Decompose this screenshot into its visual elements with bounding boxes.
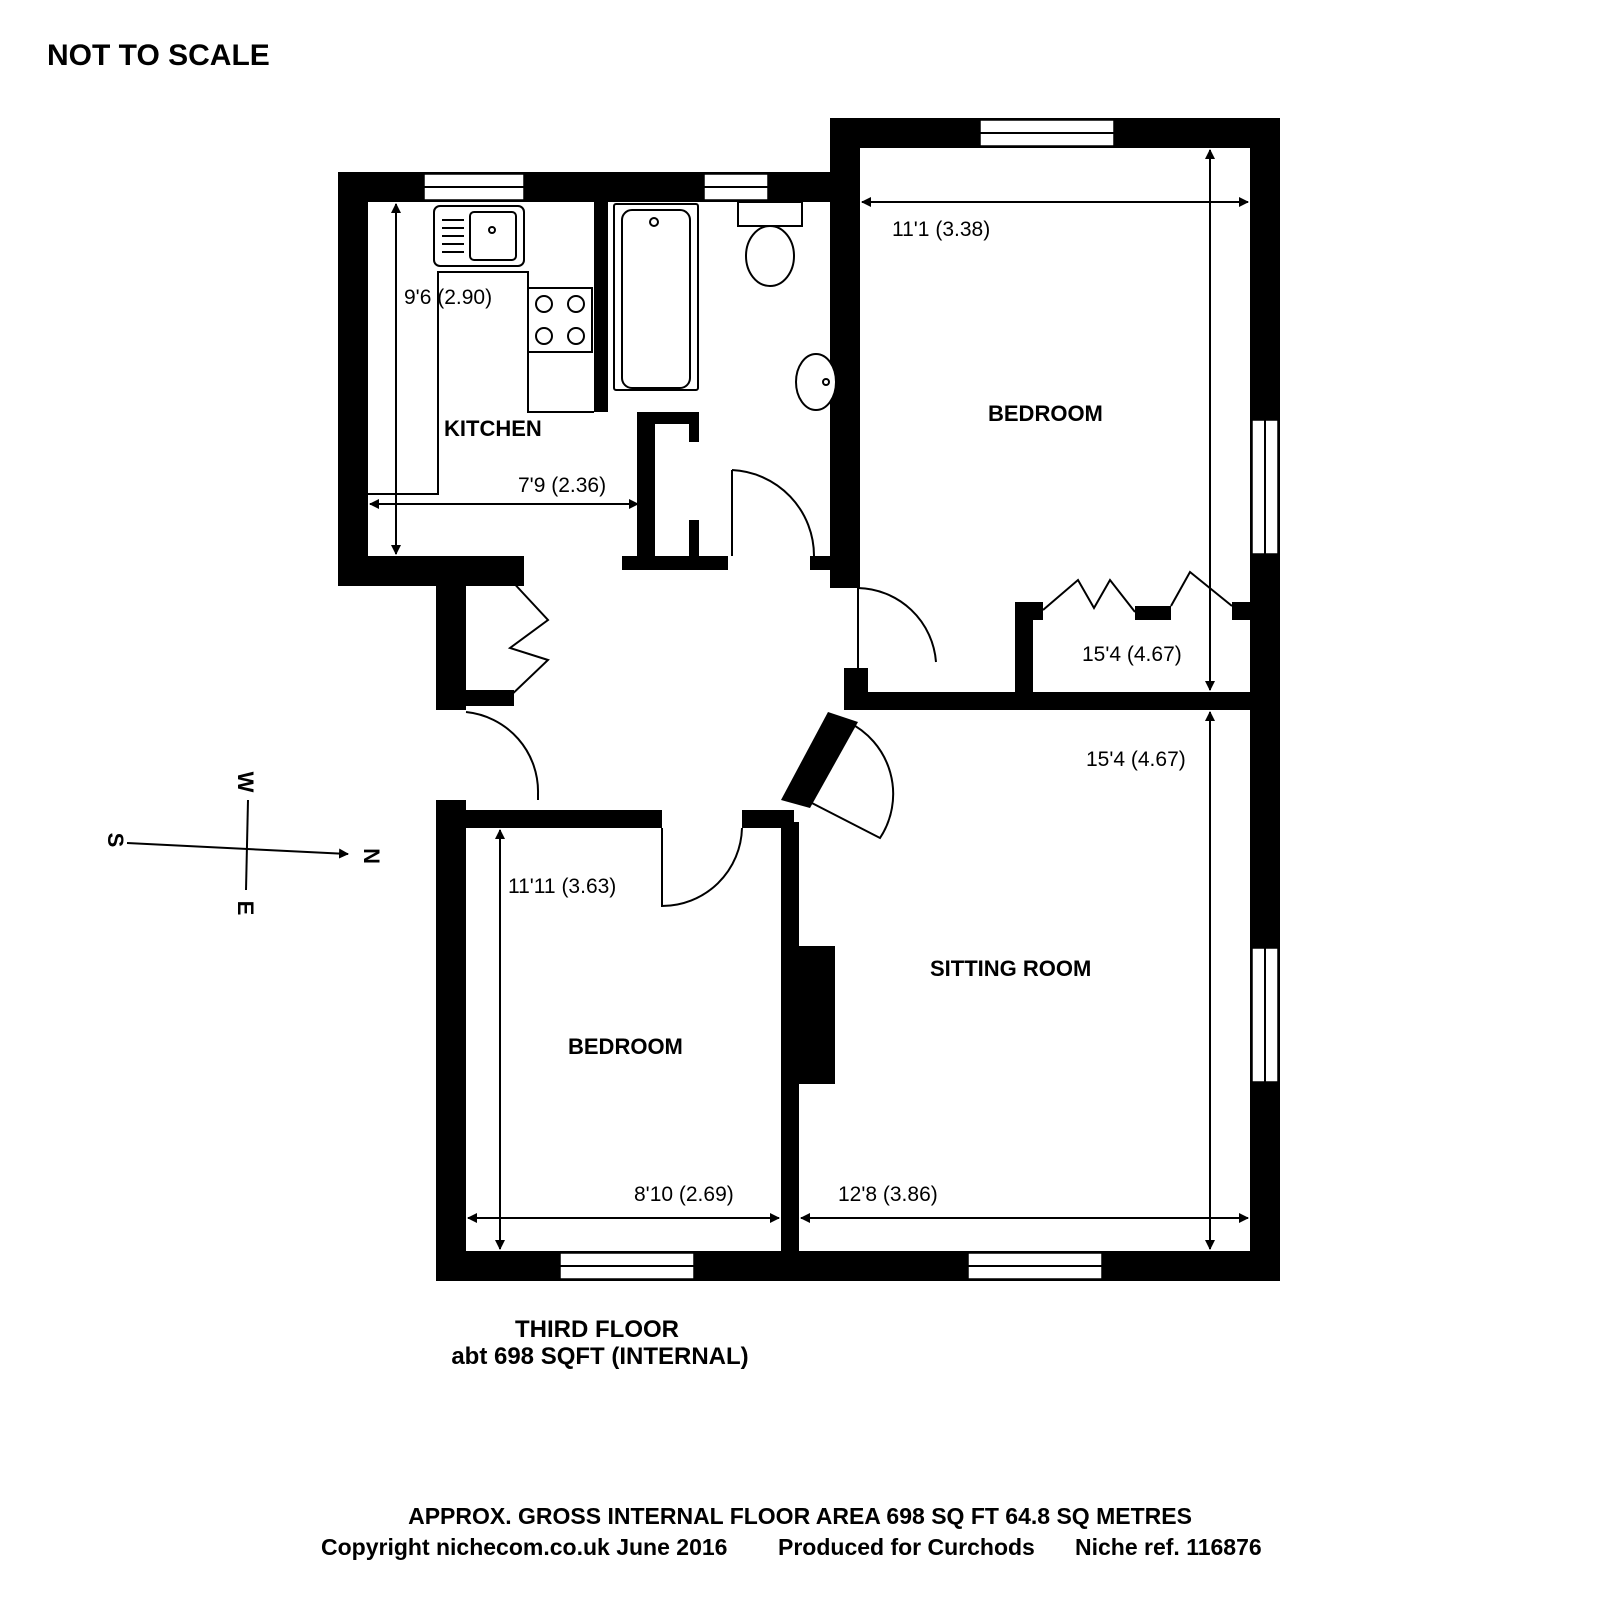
not-to-scale-note: NOT TO SCALE	[47, 39, 270, 72]
fixtures	[368, 201, 837, 495]
dim-bedroom-1-width: 11'1 (3.38)	[892, 218, 990, 241]
footer-ref: Niche ref. 116876	[1075, 1534, 1262, 1560]
compass-east-label: E	[233, 901, 258, 916]
floor-area: abt 698 SQFT (INTERNAL)	[451, 1343, 748, 1370]
room-label-sitting-room: SITTING ROOM	[930, 956, 1091, 981]
wash-basin	[795, 353, 837, 411]
toilet	[737, 201, 803, 287]
footer-produced: Produced for Curchods	[778, 1534, 1035, 1560]
footer-area: APPROX. GROSS INTERNAL FLOOR AREA 698 SQ…	[408, 1503, 1192, 1529]
room-label-bedroom-2: BEDROOM	[568, 1034, 683, 1059]
windows	[423, 119, 1279, 1280]
kitchen-sink	[433, 205, 525, 267]
dim-kitchen-length: 9'6 (2.90)	[404, 286, 492, 309]
dim-kitchen-width: 7'9 (2.36)	[518, 474, 606, 497]
bathtub	[613, 203, 699, 391]
compass-rose: W E S N	[103, 772, 384, 916]
footer-copyright: Copyright nichecom.co.uk June 2016	[321, 1534, 727, 1560]
room-label-bedroom-1: BEDROOM	[988, 401, 1103, 426]
dim-bedroom-1-length: 15'4 (4.67)	[1082, 643, 1182, 666]
compass-west-label: W	[233, 772, 258, 793]
compass-south-label: S	[103, 833, 128, 848]
doors	[465, 469, 1233, 908]
floor-name: THIRD FLOOR	[515, 1316, 679, 1343]
kitchen-hob	[527, 287, 593, 353]
dim-sitting-width: 12'8 (3.86)	[838, 1183, 938, 1206]
dimension-lines	[369, 149, 1249, 1250]
dim-sitting-length: 15'4 (4.67)	[1086, 748, 1186, 771]
dim-bedroom-2-width: 8'10 (2.69)	[634, 1183, 734, 1206]
dim-bedroom-2-length: 11'11 (3.63)	[508, 875, 616, 898]
room-label-kitchen: KITCHEN	[444, 416, 542, 441]
compass-north-label: N	[359, 848, 384, 864]
